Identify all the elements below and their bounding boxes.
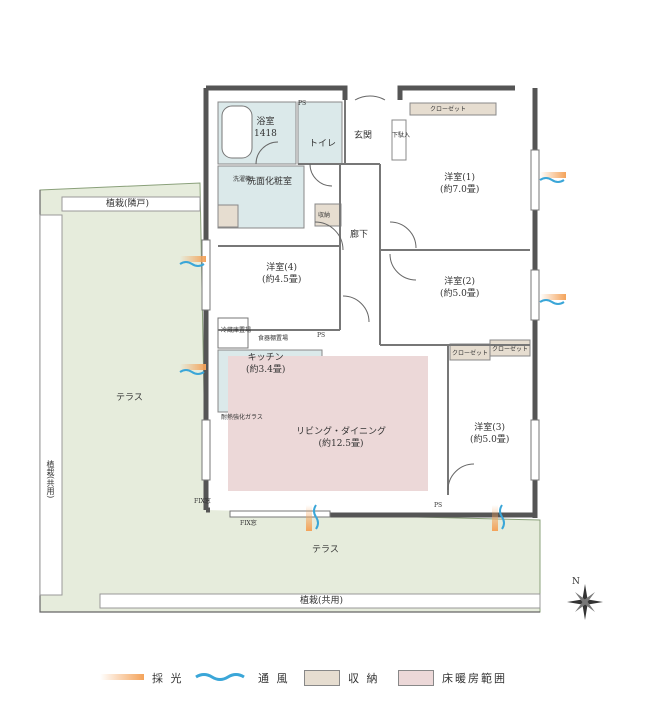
door-swings <box>255 95 475 491</box>
planting-strip-bottom <box>99 593 541 609</box>
storage-room1 <box>409 102 497 116</box>
label-dish-cabinet: 食器棚置場 <box>258 335 289 342</box>
label-washroom: 洗面化粧室 <box>247 177 293 187</box>
legend-ventilation: 通 風 <box>258 672 290 685</box>
label-room2: 洋室(2)(約5.0畳) <box>440 277 480 299</box>
label-closet-1: クローゼット <box>430 106 467 113</box>
planting-strip-top <box>61 196 201 212</box>
label-room4: 洋室(4)(約4.5畳) <box>262 263 302 285</box>
label-hallway: 廊下 <box>350 230 369 240</box>
label-room1: 洋室(1)(約7.0畳) <box>440 173 480 195</box>
label-storage: 収納 <box>318 212 331 219</box>
label-terrace-west: テラス <box>116 393 143 403</box>
floor-heating-swatch <box>398 670 434 686</box>
label-washer: 洗濯機 <box>233 176 252 183</box>
floor-heating-zone <box>228 356 428 491</box>
label-ps-1: PS <box>298 100 307 107</box>
daylight-arrows <box>180 172 566 531</box>
label-fix-window-1: FIX窓 <box>194 498 211 505</box>
legend-wind-swatch <box>195 673 245 681</box>
label-terrace-south: テラス <box>312 545 339 555</box>
windows <box>201 149 540 518</box>
label-planting-bottom: 植栽(共用) <box>300 596 344 606</box>
label-kitchen: キッチン(約3.4畳) <box>246 353 286 375</box>
legend-daylight-swatch <box>100 674 144 680</box>
shoe-cabinet <box>391 119 407 161</box>
ventilation-arrows <box>179 177 565 530</box>
label-living: リビング・ダイニング(約12.5畳) <box>296 427 387 449</box>
label-planting-left: 植栽(共用) <box>46 460 55 499</box>
label-ps-2: PS <box>317 332 326 339</box>
storage-wash <box>217 204 239 228</box>
legend-daylight: 採 光 <box>152 672 184 685</box>
compass-rose <box>567 584 603 620</box>
label-fridge: 冷蔵庫置場 <box>221 327 252 334</box>
partitions <box>218 100 530 495</box>
legend-storage: 収 納 <box>304 668 380 688</box>
planting-strip-left <box>39 214 63 596</box>
label-closet-2: クローゼット <box>452 350 489 357</box>
label-room3: 洋室(3)(約5.0畳) <box>470 423 510 445</box>
label-heat-glass: 耐熱強化ガラス <box>221 414 263 421</box>
fridge-space <box>217 317 249 349</box>
label-planting-top: 植栽(隣戸) <box>106 199 150 209</box>
label-closet-3: クローゼット <box>492 346 529 353</box>
storage-swatch <box>304 670 340 686</box>
label-ps-3: PS <box>434 502 443 509</box>
compass-north-label: N <box>572 577 580 587</box>
toilet-area <box>297 101 343 165</box>
label-fix-window-2: FIX窓 <box>240 520 257 527</box>
label-entrance: 玄関 <box>354 131 373 141</box>
legend-floor-heating: 床暖房範囲 <box>398 668 507 688</box>
label-shoes: 下駄入 <box>392 132 411 139</box>
label-toilet: トイレ <box>309 139 337 149</box>
bathtub <box>221 105 253 159</box>
